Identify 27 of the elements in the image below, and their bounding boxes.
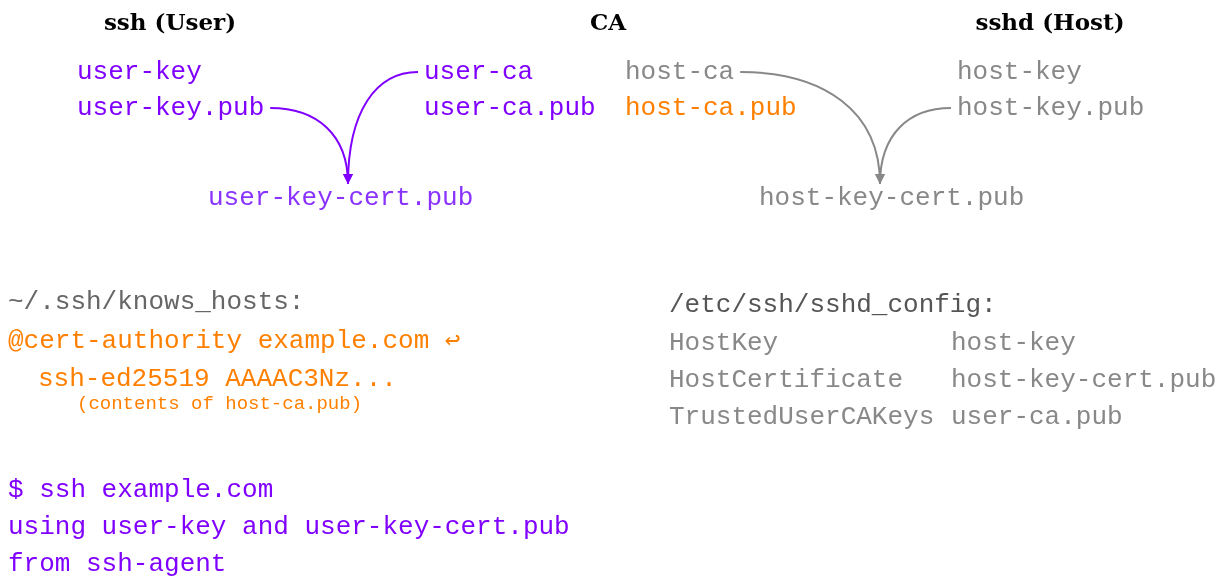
file-name: user-ca: [424, 54, 534, 90]
code-text: user-ca.pub: [424, 92, 596, 125]
code-text: user-ca.pub: [951, 401, 1123, 434]
arrow: [343, 71, 419, 185]
code-text: /etc/ssh/sshd_config:: [669, 289, 997, 322]
column-heading: ssh (User): [103, 7, 237, 37]
file-name: user-key-cert.pub: [208, 180, 474, 216]
code-text: @cert-authority example.com ↩: [8, 325, 461, 358]
code-text: user-key: [77, 56, 202, 89]
code-text: using user-key and user-key-cert.pub: [8, 511, 570, 544]
code-text: host-key: [951, 327, 1076, 360]
column-heading: CA: [589, 7, 627, 37]
file-name: user-key.pub: [77, 90, 265, 126]
code-text: ~/.ssh/knows_hosts:: [8, 286, 305, 319]
column-heading: sshd (Host): [975, 7, 1125, 37]
code-text: HostCertificate: [669, 364, 904, 397]
file-name: host-key-cert.pub: [759, 180, 1025, 216]
file-name: host-key.pub: [957, 90, 1145, 126]
code-text: host-key-cert.pub: [951, 364, 1217, 397]
code-text: from ssh-agent: [8, 548, 227, 579]
code-text: $ ssh example.com: [8, 474, 274, 507]
file-name: host-ca: [625, 54, 735, 90]
code-text: host-ca.pub: [625, 92, 797, 125]
code-text: TrustedUserCAKeys: [669, 401, 935, 434]
code-text: host-key: [957, 56, 1082, 89]
code-text: HostKey: [669, 327, 779, 360]
arrow: [875, 107, 952, 185]
